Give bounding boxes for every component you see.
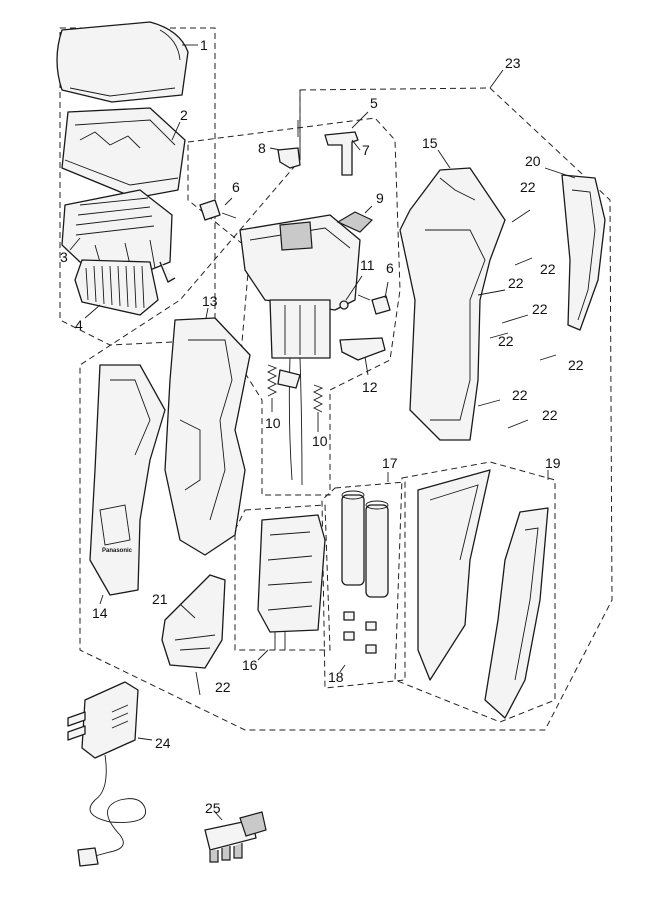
part-11-washer [339, 300, 349, 310]
part-8-clip [277, 147, 301, 169]
callout-22i: 22 [215, 679, 231, 695]
part-19-grip-right [484, 507, 549, 719]
callout-22g: 22 [512, 387, 528, 403]
part-17-batteries [341, 490, 389, 598]
part-12-lever [339, 337, 386, 361]
callout-5: 5 [370, 95, 378, 111]
part-14-back-housing: Panasonic [89, 364, 166, 596]
callout-22b: 22 [540, 261, 556, 277]
callout-9: 9 [376, 190, 384, 206]
callout-8: 8 [258, 140, 266, 156]
callout-labels: 1 2 3 4 5 6 6 7 8 9 10 10 11 12 13 14 15… [60, 37, 584, 816]
callout-22e: 22 [498, 333, 514, 349]
part-18-terminals [343, 611, 377, 654]
part-10-spring-a [266, 364, 278, 397]
part-4-inner-blades [74, 259, 159, 316]
callout-7: 7 [362, 142, 370, 158]
callout-22a: 22 [520, 179, 536, 195]
part-20-trimmer [561, 174, 606, 331]
part-6-switch-b [357, 294, 391, 315]
part-16-circuit-board [257, 514, 326, 650]
callout-19: 19 [545, 455, 561, 471]
callout-17: 17 [382, 455, 398, 471]
part-10-spring-b [312, 384, 324, 413]
screws-22 [195, 209, 557, 696]
callout-14: 14 [92, 605, 108, 621]
callout-2: 2 [180, 107, 188, 123]
callout-4: 4 [75, 317, 83, 333]
callout-20: 20 [525, 153, 541, 169]
callout-22h: 22 [542, 407, 558, 423]
callout-13: 13 [202, 293, 218, 309]
part-24-ac-adapter [67, 681, 146, 867]
callout-16: 16 [242, 657, 258, 673]
callout-22f: 22 [568, 357, 584, 373]
part-15-front-housing [399, 167, 506, 441]
callout-22d: 22 [532, 301, 548, 317]
part-2-frame [61, 107, 186, 199]
callout-22c: 22 [508, 275, 524, 291]
part-19-grip-left [417, 469, 491, 681]
part-21-bottom-cover [161, 574, 226, 669]
callout-21: 21 [152, 591, 168, 607]
callout-24: 24 [155, 735, 171, 751]
part-25-cleaning-brush [204, 811, 267, 863]
part-13-inner-housing [164, 317, 251, 556]
part-3-foil-head [61, 189, 176, 283]
part-7-bracket [324, 131, 359, 176]
callout-1: 1 [200, 37, 208, 53]
part-9-pad [336, 211, 374, 233]
callout-12: 12 [362, 379, 378, 395]
callout-10a: 10 [265, 415, 281, 431]
part-motor-block [239, 214, 361, 486]
callout-3: 3 [60, 249, 68, 265]
callout-25: 25 [205, 800, 221, 816]
callout-6b: 6 [386, 260, 394, 276]
callout-15: 15 [422, 135, 438, 151]
part-6-switch-a [199, 199, 237, 221]
part-1-outer-cap [56, 21, 189, 103]
group-23-boundary [79, 87, 613, 731]
callout-23: 23 [505, 55, 521, 71]
callout-6a: 6 [232, 179, 240, 195]
callout-11: 11 [360, 257, 375, 273]
brand-logo-text: Panasonic [102, 548, 133, 554]
callout-10b: 10 [312, 433, 328, 449]
callout-leaders [69, 44, 576, 821]
callout-18: 18 [328, 669, 344, 685]
